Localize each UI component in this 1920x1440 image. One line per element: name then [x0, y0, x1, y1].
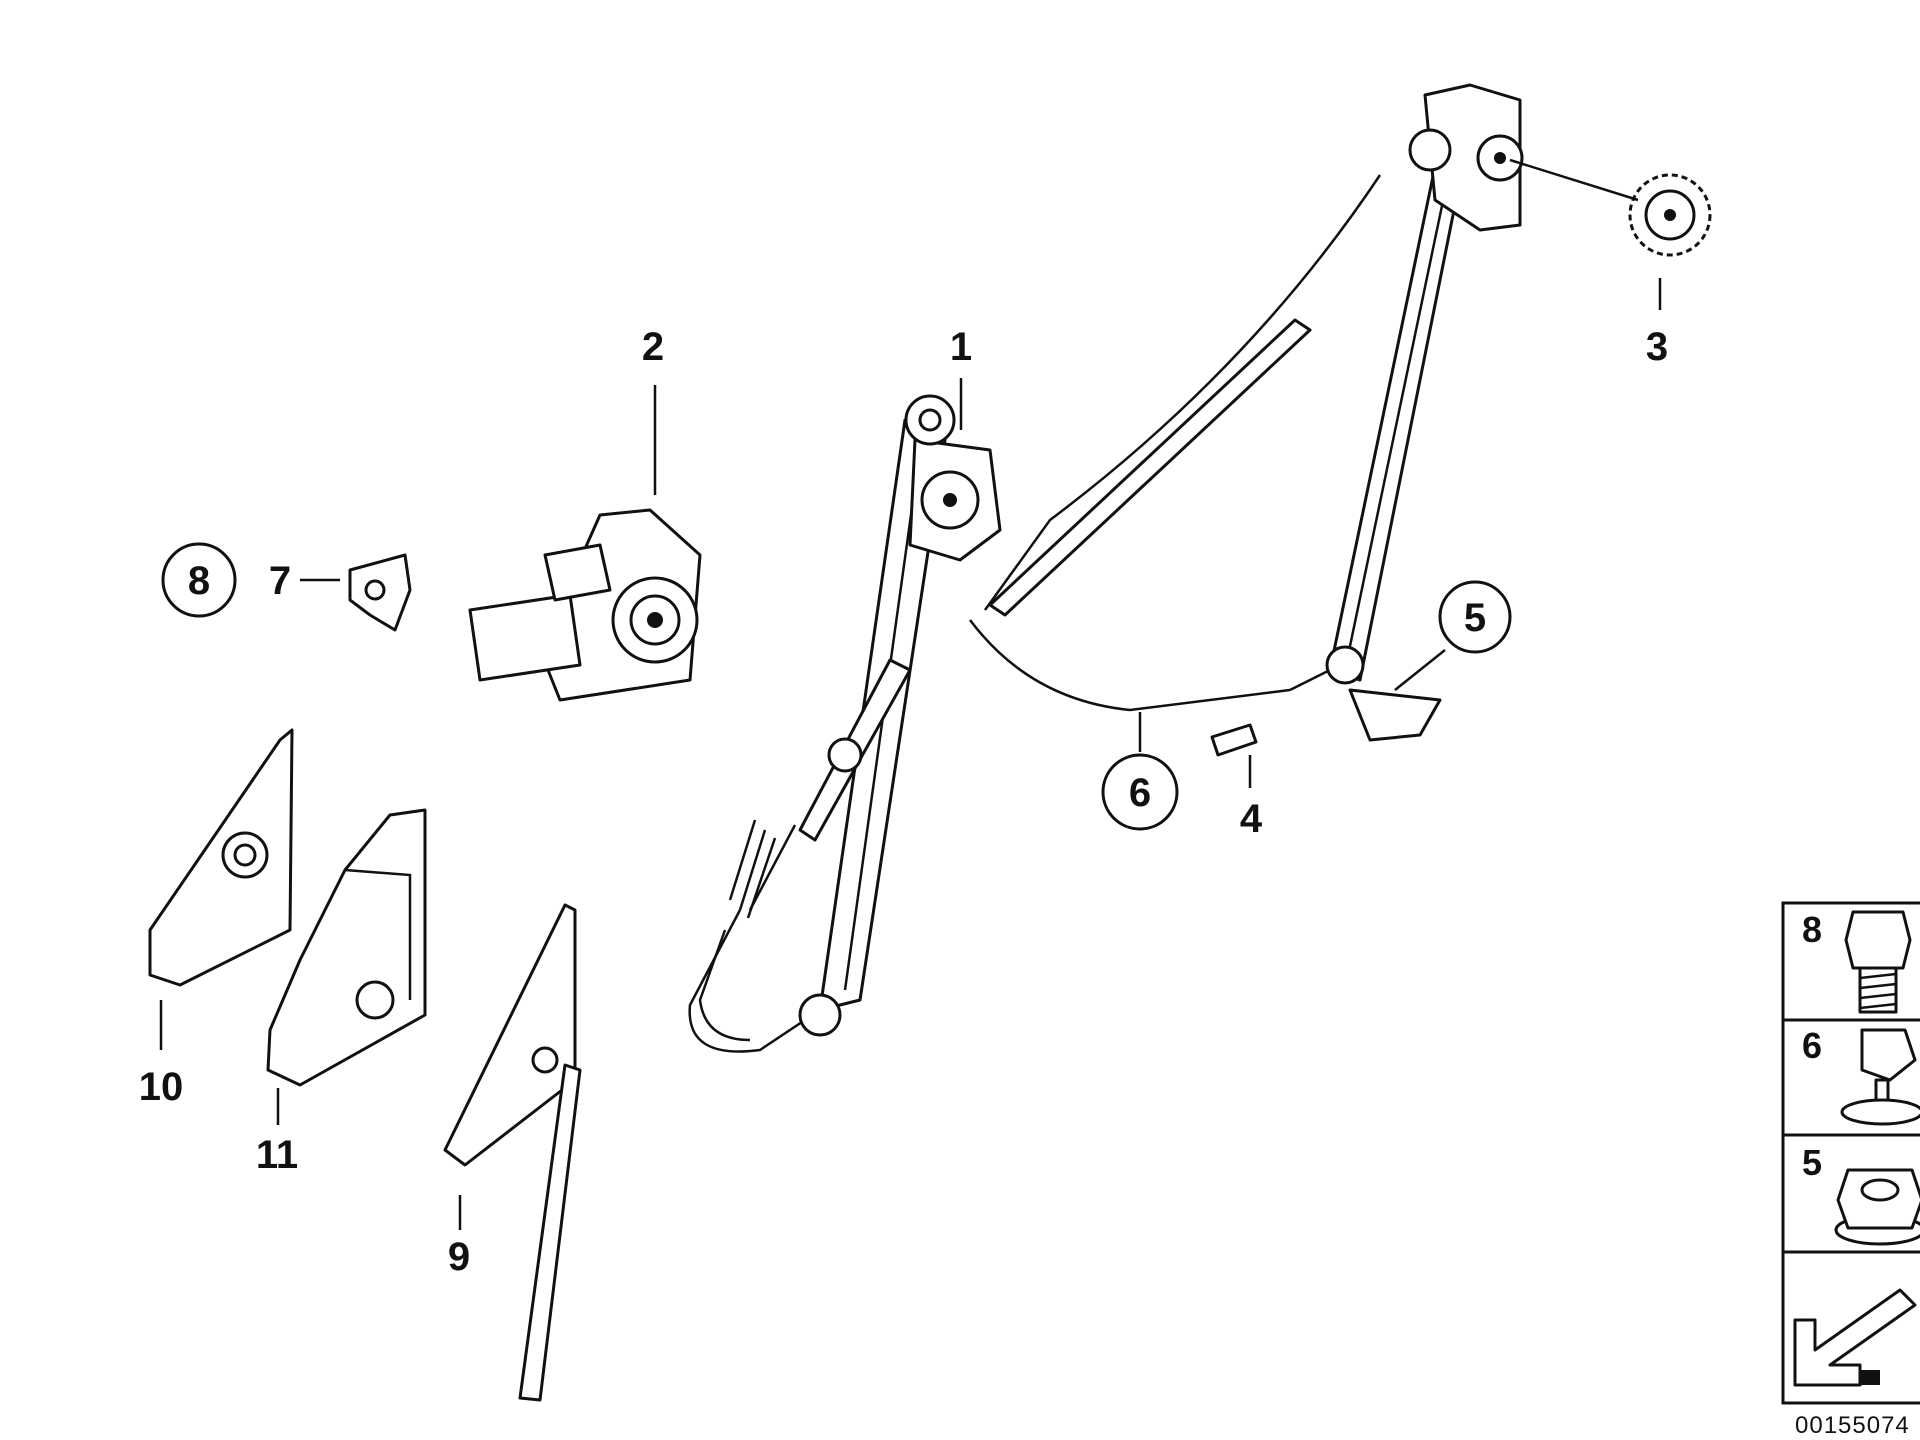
- callout-3: 3: [1646, 325, 1668, 369]
- legend-row-6-number: 6: [1802, 1025, 1822, 1066]
- callout-1: 1: [950, 325, 972, 369]
- insulation-block: [266, 808, 427, 1087]
- window-guide-rail: [443, 903, 582, 1402]
- flange-nut-icon: [1834, 1168, 1920, 1246]
- reference-number: 00155074: [1795, 1412, 1910, 1439]
- callout-4-label: 4: [1240, 797, 1263, 841]
- callout-7-label: 7: [269, 559, 291, 603]
- callout-2: 2: [642, 325, 664, 369]
- exploded-view-arrow-icon: [1793, 1288, 1917, 1387]
- callout-8-circle: [161, 542, 237, 618]
- callout-1-label: 1: [950, 325, 972, 369]
- cable-clip-icon: [1840, 1028, 1920, 1126]
- callout-8-label: 8: [188, 559, 210, 603]
- fastener-legend: 8 6 5: [1781, 901, 1920, 1405]
- callout-6: 6: [1101, 753, 1179, 831]
- drive-gear: [1509, 158, 1712, 257]
- callout-9: 9: [448, 1235, 470, 1279]
- callout-6-label: 6: [1129, 771, 1151, 815]
- leader-lines: [159, 278, 1662, 1230]
- callout-10: 10: [139, 1065, 184, 1109]
- callout-9-label: 9: [448, 1235, 470, 1279]
- callout-11-label: 11: [256, 1133, 298, 1177]
- callout-4: 4: [1240, 797, 1263, 841]
- callout-3-label: 3: [1646, 325, 1668, 369]
- legend-row-8-number: 8: [1802, 909, 1822, 950]
- callout-2-label: 2: [642, 325, 664, 369]
- legend-row-5-number: 5: [1802, 1142, 1822, 1183]
- mirror-triangle-trim: [148, 728, 294, 987]
- callout-10-label: 10: [139, 1065, 184, 1109]
- callout-6-circle: [1101, 753, 1179, 831]
- callout-5: 5: [1438, 580, 1512, 654]
- callout-7: 7: [269, 559, 291, 603]
- hex-bolt-icon: [1844, 910, 1912, 1014]
- clip: [348, 553, 412, 632]
- cable-sleeve: [1210, 723, 1258, 757]
- callout-5-label: 5: [1464, 596, 1486, 640]
- callout-8: 8: [161, 542, 237, 618]
- callout-11: 11: [256, 1133, 298, 1177]
- window-regulator-assembly: [688, 83, 1524, 1053]
- callout-5-circle: [1438, 580, 1512, 654]
- window-motor: [468, 508, 702, 702]
